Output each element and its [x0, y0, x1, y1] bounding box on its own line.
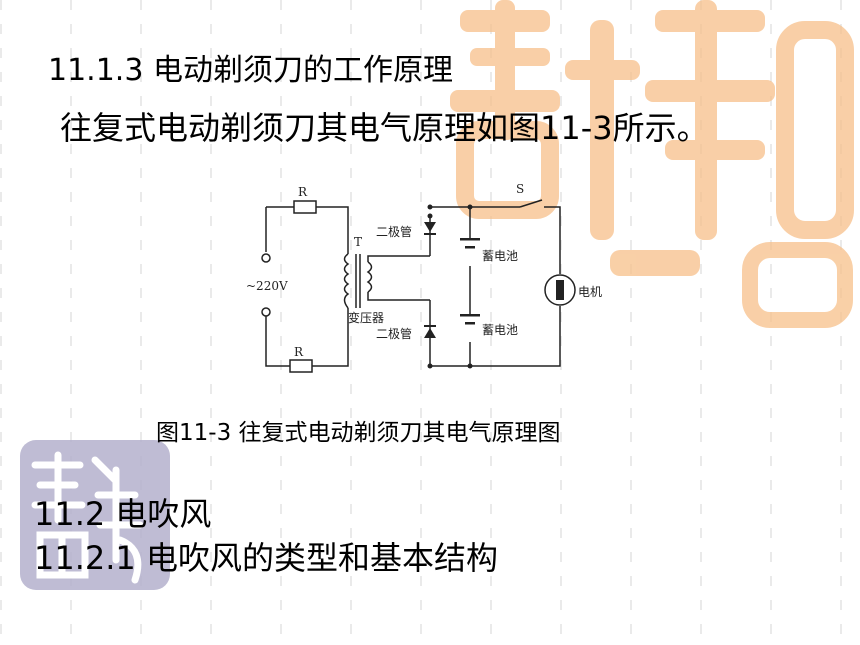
resistor-top — [293, 200, 317, 214]
battery-top — [460, 238, 480, 241]
section-heading-11-1-3: 11.1.3 电动剃须刀的工作原理 — [48, 53, 453, 88]
label-resistor-bottom: R — [294, 345, 304, 359]
seal-watermark-right — [450, 0, 854, 328]
seal-watermark-left — [20, 440, 170, 590]
intro-text: 往复式电动剃须刀其电气原理如图11-3所示。 — [60, 109, 709, 147]
diode-bottom — [424, 328, 436, 338]
circuit-diagram: R R ~220V T 变压器 二极管 二极管 蓄电池 蓄电池 S 电机 — [246, 182, 602, 373]
section-heading-11-2: 11.2 电吹风 — [34, 495, 212, 533]
label-battery-top: 蓄电池 — [482, 249, 518, 263]
resistor-bottom — [289, 359, 313, 373]
label-transformer-symbol: T — [354, 235, 362, 249]
transformer-primary — [343, 253, 350, 309]
label-battery-bottom: 蓄电池 — [482, 323, 518, 337]
figure-caption: 图11-3 往复式电动剃须刀其电气原理图 — [156, 420, 561, 446]
section-heading-11-2-1: 11.2.1 电吹风的类型和基本结构 — [34, 539, 498, 577]
label-diode-top: 二极管 — [376, 224, 412, 239]
label-motor: 电机 — [578, 285, 602, 299]
terminal-bottom — [261, 307, 271, 317]
label-transformer: 变压器 — [348, 310, 384, 325]
label-diode-bottom: 二极管 — [376, 326, 412, 341]
terminal-top — [261, 253, 271, 263]
battery-bottom — [460, 314, 480, 317]
transformer-secondary — [366, 261, 373, 293]
label-switch: S — [516, 182, 524, 196]
diode-top — [424, 222, 436, 232]
switch-blade — [519, 199, 543, 208]
motor-symbol — [544, 274, 576, 306]
label-source-voltage: ~220V — [246, 279, 288, 293]
label-resistor-top: R — [298, 185, 308, 199]
